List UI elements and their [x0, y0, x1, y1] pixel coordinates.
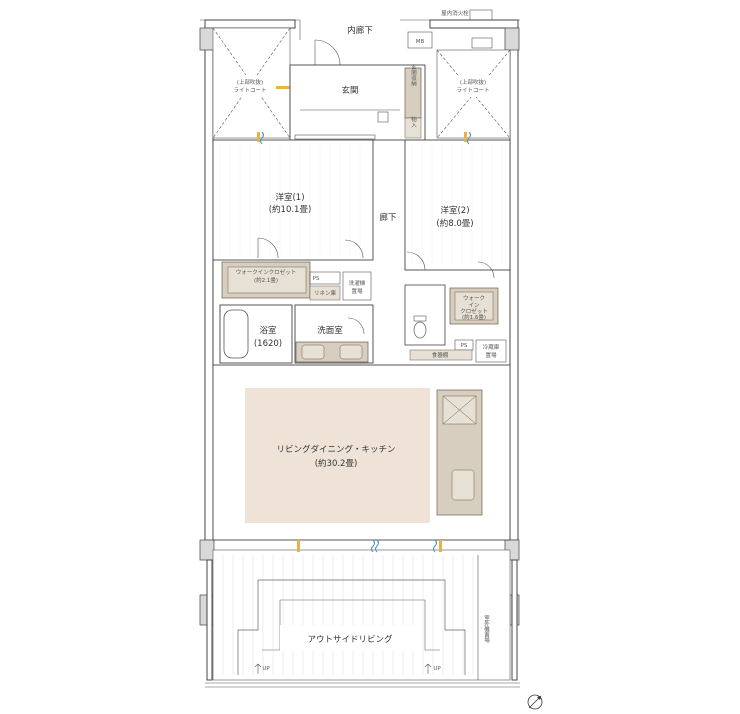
- up-arrow-icon: [424, 663, 432, 674]
- walk-in-closet-1: ウォークインクロゼット (約2.1畳): [221, 261, 311, 299]
- light-court-left: (上部吹抜) ライトコート: [212, 27, 291, 139]
- pantry-label: 食器棚: [432, 351, 449, 359]
- fire-hydrant-label: 屋内消火栓: [441, 9, 469, 17]
- outdoor-unit-label: 室外機置場: [483, 614, 490, 644]
- service-block-2: 冷蔵庫 置場 PS 食器棚: [404, 284, 507, 363]
- ldk-size: (約30.2畳): [315, 458, 358, 469]
- up-right-label: UP: [433, 666, 441, 672]
- walk-in-closet-1-size: (約2.1畳): [254, 276, 278, 284]
- airflow-icon: [370, 539, 380, 553]
- airflow-icons: [257, 131, 472, 553]
- mb-box: [407, 31, 433, 49]
- light-court-right-label: ライトコート: [456, 87, 489, 94]
- walk-in-closet-2-line2: イン: [468, 303, 480, 309]
- up-arrow-icon: [254, 663, 262, 674]
- corridor-label: 廊下: [379, 212, 397, 223]
- light-court-right: (上部吹抜) ライトコート: [436, 49, 511, 139]
- airflow-icon: [432, 539, 442, 553]
- western-room-1-size: (約10.1畳): [269, 204, 312, 215]
- outer-walls: [199, 19, 520, 688]
- toilet-icon: [413, 321, 427, 339]
- airflow-icon: [257, 131, 265, 145]
- entrance-area: 玄関収納 物入: [289, 63, 426, 141]
- outside-living-label: アウトサイドリビング: [307, 634, 393, 645]
- airflow-icon: [297, 540, 300, 552]
- washroom: 洗面室: [294, 304, 374, 364]
- western-room-1: 洋室(1) (約10.1畳): [212, 139, 374, 261]
- washer-label-2: 置場: [351, 287, 363, 295]
- outside-living: アウトサイドリビング UP UP: [212, 549, 511, 681]
- western-room-2-name: 洋室(2): [440, 205, 469, 216]
- light-court-left-note: (上部吹抜): [237, 78, 263, 86]
- kitchen-sink-icon: [451, 469, 475, 501]
- washer-label-1: 洗濯機: [349, 279, 366, 287]
- washroom-name: 洗面室: [317, 325, 343, 336]
- western-room-2-size: (約8.0畳): [436, 218, 473, 229]
- closet-small-label: 物入: [410, 115, 417, 128]
- service-block-1: PS リネン庫 洗濯機 置場: [309, 271, 372, 301]
- ldk-area: リビングダイニング・キッチン (約30.2畳): [212, 364, 511, 541]
- fridge-label-1: 冷蔵庫: [483, 343, 500, 351]
- shoe-storage-label: 玄関収納: [410, 63, 417, 88]
- ps-label-2: PS: [461, 343, 468, 349]
- entrance-label: 玄関: [341, 85, 358, 96]
- bath-name: 浴室: [259, 325, 277, 336]
- airflow-icon: [464, 131, 472, 145]
- light-court-right-note: (上部吹抜): [460, 78, 486, 86]
- hydrant-box: [469, 9, 493, 21]
- bathtub-icon: [223, 309, 249, 359]
- western-room-1-name: 洋室(1): [275, 192, 304, 203]
- compass-north-arrow-icon: [527, 694, 543, 710]
- fridge-label-2: 置場: [485, 351, 497, 359]
- up-left-label: UP: [262, 666, 270, 672]
- inner-corridor-label: 内廊下: [347, 25, 373, 36]
- walk-in-closet-1-name: ウォークインクロゼット: [236, 268, 297, 276]
- ps-label-1: PS: [313, 276, 320, 282]
- closet-small: [404, 117, 422, 139]
- sink-icon: [339, 344, 363, 360]
- ldk-name: リビングダイニング・キッチン: [276, 444, 395, 455]
- mb-label: MB: [416, 39, 425, 45]
- bath-size: (1620): [254, 339, 282, 349]
- linen-label: リネン庫: [314, 289, 337, 297]
- western-room-2: 洋室(2) (約8.0畳): [404, 139, 511, 279]
- light-court-left-label: ライトコート: [233, 87, 266, 94]
- walk-in-closet-2-line1: ウォーク: [463, 294, 485, 302]
- walk-in-closet-2-size: (約1.6畳): [462, 313, 486, 321]
- ldk-floor: [245, 388, 430, 523]
- walk-in-closet-2: ウォーク イン クロゼット (約1.6畳): [449, 287, 499, 325]
- walk-in-closet-2-line3: クロゼット: [460, 307, 488, 315]
- light-fixture-icon: [276, 86, 290, 89]
- sink-icon: [301, 344, 325, 360]
- bathroom: 浴室 (1620): [219, 304, 293, 364]
